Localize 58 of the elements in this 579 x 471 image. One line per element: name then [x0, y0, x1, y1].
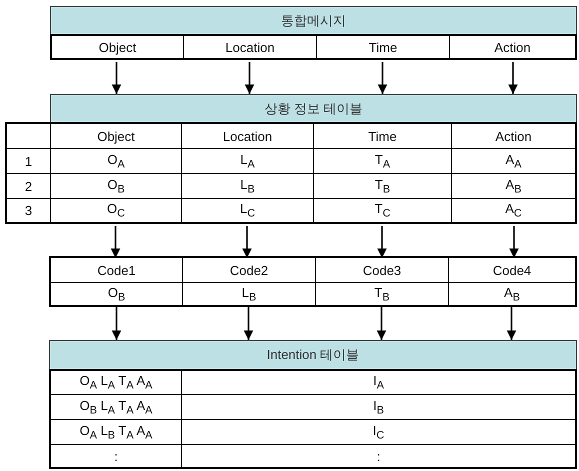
- table-cell: Time: [316, 34, 449, 60]
- table-cell: O$_{A}$ L$_{A}$ T$_{A}$ A$_{A}$: [49, 369, 181, 394]
- table-cell: T$_{B}$: [315, 282, 448, 305]
- arrow: [509, 226, 519, 258]
- table-title: 상황 정보 테이블: [50, 94, 577, 123]
- arrow: [506, 307, 516, 340]
- table-cell: A$_{A}$: [451, 148, 577, 173]
- table-cell: Code2: [182, 258, 315, 282]
- table: [49, 256, 577, 307]
- table-cell: 2: [5, 173, 50, 198]
- table-cell: L$_{A}$: [181, 148, 313, 173]
- table-cell: O$_{C}$: [50, 198, 181, 224]
- table-cell: 1: [5, 148, 50, 173]
- table-cell: Object: [50, 122, 181, 148]
- table-cell: T$_{C}$: [313, 198, 451, 224]
- table-cell: O$_{B}$: [50, 173, 181, 198]
- table-cell: 3: [5, 198, 50, 224]
- table-cell: O$_{A}$: [50, 148, 181, 173]
- table-cell: Location: [183, 34, 316, 60]
- table-cell: Object: [50, 34, 183, 60]
- table: [50, 6, 577, 60]
- table-cell: I$_{C}$: [181, 419, 577, 444]
- arrow: [378, 62, 388, 94]
- table-cell: A$_{B}$: [448, 282, 575, 305]
- arrow: [244, 62, 254, 94]
- arrow: [112, 307, 122, 340]
- table-cell: A$_{B}$: [451, 173, 577, 198]
- table-cell: I$_{B}$: [181, 394, 577, 419]
- arrow: [377, 226, 387, 258]
- table-cell: I$_{A}$: [181, 369, 577, 394]
- table-cell: T$_{B}$: [313, 173, 451, 198]
- arrow: [110, 226, 120, 258]
- table-cell: Action: [449, 34, 577, 60]
- table-cell: L$_{C}$: [181, 198, 313, 224]
- table-cell: Time: [313, 122, 451, 148]
- table-cell: Action: [451, 122, 577, 148]
- table-cell: :: [181, 444, 577, 469]
- table-cell: L$_{B}$: [182, 282, 315, 305]
- arrow: [244, 307, 254, 340]
- table-cell: Location: [181, 122, 313, 148]
- table-cell: Code3: [315, 258, 448, 282]
- table-title: 통합메시지: [50, 6, 577, 35]
- table-cell: A$_{C}$: [451, 198, 577, 224]
- table-cell: Code4: [448, 258, 575, 282]
- arrow: [112, 62, 122, 94]
- table-cell: O$_{A}$ L$_{B}$ T$_{A}$ A$_{A}$: [49, 419, 181, 444]
- table-cell-text: Code1: [96, 262, 137, 280]
- table: [5, 94, 577, 224]
- table-cell: O$_{B}$ L$_{A}$ T$_{A}$ A$_{A}$: [49, 394, 181, 419]
- arrow: [376, 307, 386, 340]
- table-cell: :: [49, 444, 181, 469]
- arrow: [242, 226, 252, 258]
- table-cell: O$_{B}$: [51, 282, 182, 305]
- table-cell: T$_{A}$: [313, 148, 451, 173]
- table: [49, 340, 577, 469]
- table-title: Intention 테이블: [49, 340, 577, 370]
- arrow: [508, 62, 518, 94]
- table-cell: L$_{B}$: [181, 173, 313, 198]
